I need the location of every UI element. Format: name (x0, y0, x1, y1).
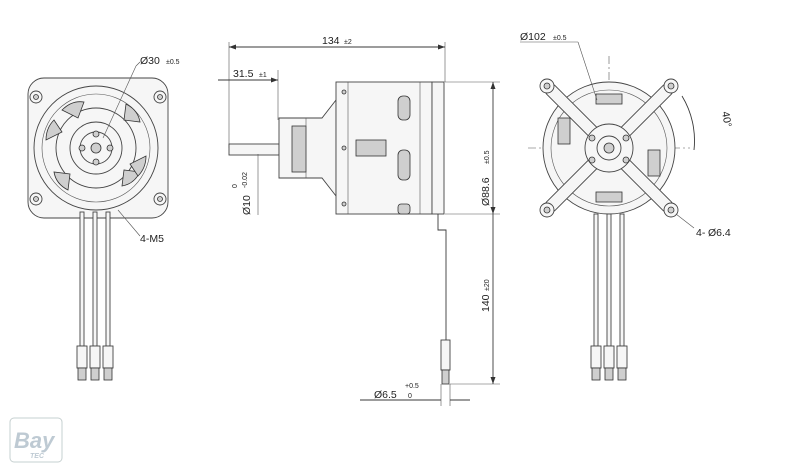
lead-diameter-tol-lower: 0 (408, 393, 412, 400)
front-bore-tol: ±0.5 (166, 59, 180, 66)
rear-wires (590, 213, 628, 381)
body-diameter-callout: Ø88.6 ±0.5 (480, 150, 492, 206)
front-holes-label: 4-M5 (140, 233, 164, 245)
lead-diameter-tol-upper: +0.5 (405, 383, 419, 390)
logo-text: Bay (14, 428, 56, 453)
baytec-logo: Bay TEC (9, 417, 63, 463)
mount-diameter-label: Ø102 (520, 31, 546, 43)
body-diameter-label: Ø88.6 (480, 177, 492, 206)
front-view (27, 61, 169, 381)
shaft-diameter-label: Ø10 (241, 195, 253, 215)
lead-length-label: 140 (480, 294, 492, 312)
shaft-diameter-callout: Ø10 0 -0.02 (232, 172, 253, 215)
front-wires (76, 211, 114, 381)
mount-diameter-tol: ±0.5 (553, 35, 567, 42)
lead-length-tol: ±20 (484, 279, 491, 291)
front-bore-label: Ø30 (140, 55, 160, 67)
body-diameter-tol: ±0.5 (484, 150, 491, 164)
mount-holes-label: 4- (696, 227, 706, 239)
lead-diameter-label: Ø6.5 (374, 389, 397, 401)
mount-holes-sub: Ø6.4 (708, 227, 731, 239)
shaft-diameter-tol-upper: 0 (232, 184, 239, 188)
shaft-length-tol: ±1 (259, 72, 267, 79)
shaft-length-label: 31.5 (233, 68, 254, 80)
shaft-diameter-tol-lower: -0.02 (242, 172, 249, 188)
logo-sub: TEC (30, 453, 45, 460)
mount-angle-label: 40° (719, 110, 734, 128)
mount-angle-callout: 40° (719, 110, 734, 128)
rear-view (520, 41, 695, 381)
lead-length-callout: 140 ±20 (480, 279, 492, 312)
total-length-label: 134 (322, 35, 340, 47)
side-view (218, 42, 500, 406)
total-length-tol: ±2 (344, 39, 352, 46)
